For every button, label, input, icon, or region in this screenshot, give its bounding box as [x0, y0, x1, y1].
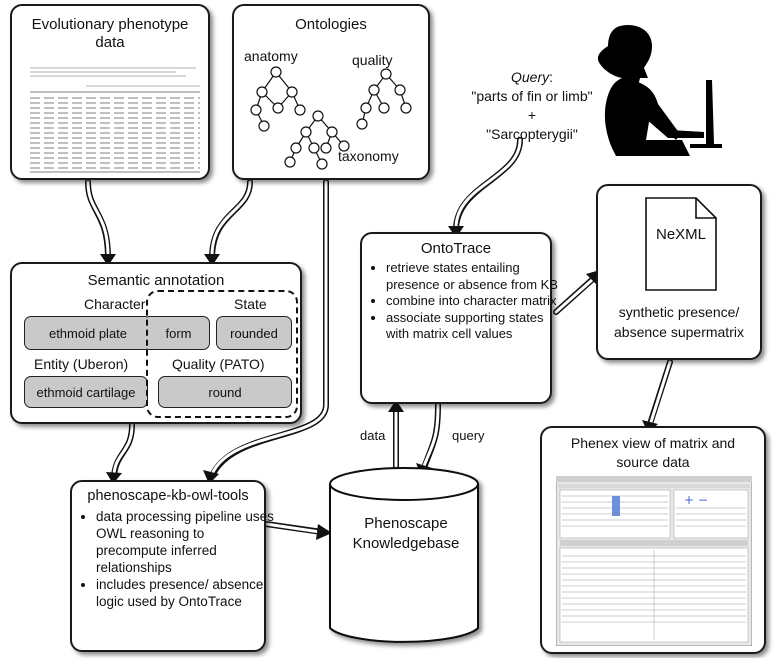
- svg-text:+ −: + −: [684, 493, 708, 507]
- arrowhead-owltools-2: [106, 472, 122, 484]
- phenex-title-line2: source data: [616, 454, 690, 470]
- phenex-title-line1: Phenex view of matrix and: [570, 435, 736, 451]
- ontologies-box: Ontologies anatomy quality taxonomy: [232, 4, 430, 180]
- ethmoid-cartilage-pill: ethmoid cartilage: [24, 376, 148, 408]
- kb-label-line1: Phenoscape: [364, 515, 448, 532]
- kb-label-line2: Knowledgebase: [352, 535, 460, 552]
- nexml-caption-line1: synthetic presence/: [618, 304, 740, 320]
- owltools-title: phenoscape-kb-owl-tools: [87, 488, 249, 504]
- query-line2: "Sarcopterygii": [486, 126, 578, 142]
- owltools-item: data processing pipeline uses OWL reason…: [96, 508, 276, 576]
- ethmoid-plate-pill: ethmoid plate: [24, 316, 152, 350]
- phenex-title: Phenex view of matrix and source data: [542, 434, 764, 472]
- data-table-thumbnail: [26, 62, 204, 174]
- ontotrace-item: retrieve states entailing presence or ab…: [386, 260, 562, 293]
- ontology-graphs: [250, 66, 412, 170]
- evolutionary-phenotype-data-box: Evolutionary phenotype data: [10, 4, 210, 180]
- phenex-box: Phenex view of matrix and source data + …: [540, 426, 766, 654]
- ontotrace-box: OntoTrace retrieve states entailing pres…: [360, 232, 558, 404]
- semantic-annotation-box: Semantic annotation Character State ethm…: [10, 262, 302, 424]
- query-edge-label: query: [452, 428, 485, 443]
- arrowhead-semantic-2: [204, 254, 220, 266]
- knowledgebase-cylinder: [329, 467, 479, 643]
- arrowhead-semantic-1: [100, 254, 116, 266]
- kb-label: Phenoscape Knowledgebase: [330, 514, 482, 554]
- phenex-screenshot-thumbnail: + −: [556, 476, 752, 646]
- data-edge-label: data: [360, 428, 386, 443]
- ontotrace-title: OntoTrace: [420, 240, 492, 257]
- semantic-title: Semantic annotation: [87, 272, 225, 289]
- owltools-item: includes presence/ absence logic used by…: [96, 576, 276, 610]
- state-label: State: [234, 296, 267, 312]
- owltools-list: data processing pipeline uses OWL reason…: [80, 508, 276, 610]
- nexml-doc-label: NeXML: [655, 226, 707, 243]
- nexml-box: NeXML synthetic presence/ absence superm…: [596, 184, 762, 360]
- evo-title-line2: data: [95, 34, 125, 51]
- taxonomy-label: taxonomy: [338, 148, 399, 164]
- query-plus: +: [527, 107, 537, 123]
- ontologies-title: Ontologies: [295, 16, 367, 33]
- query-line1: "parts of fin or limb": [471, 88, 593, 104]
- arrow-query-to-ontotrace: [453, 137, 523, 233]
- owl-tools-box: phenoscape-kb-owl-tools data processing …: [70, 480, 274, 652]
- arrowhead-ontotrace-data: [388, 400, 404, 412]
- form-pill: form: [148, 316, 210, 350]
- nexml-caption: synthetic presence/ absence supermatrix: [598, 302, 760, 342]
- arrow-ontologies-to-semantic: [209, 179, 253, 261]
- arrowhead-kb: [316, 524, 332, 540]
- nexml-caption-line2: absence supermatrix: [614, 324, 744, 340]
- anatomy-label: anatomy: [244, 48, 298, 64]
- quality-pato-label: Quality (PATO): [172, 356, 265, 372]
- nexml-document-icon: [645, 197, 717, 291]
- state-quality-dashed-region: [146, 290, 298, 418]
- character-label: Character: [84, 296, 146, 312]
- rounded-pill: rounded: [216, 316, 292, 350]
- arrowhead-owltools-1: [203, 470, 219, 484]
- evo-title: Evolutionary phenotype data: [12, 16, 208, 52]
- quality-label: quality: [352, 52, 393, 68]
- ontotrace-list: retrieve states entailing presence or ab…: [370, 260, 562, 343]
- query-label-line: Query:: [510, 69, 553, 85]
- round-pill: round: [158, 376, 292, 408]
- evo-title-line1: Evolutionary phenotype: [31, 16, 189, 33]
- query-text: Query: "parts of fin or limb" + "Sarcopt…: [452, 68, 612, 144]
- user-at-computer-icon: [597, 24, 722, 156]
- ontotrace-item: associate supporting states with matrix …: [386, 310, 562, 343]
- arrow-evo-to-semantic: [85, 179, 111, 261]
- query-label: Query: [510, 69, 550, 85]
- entity-label: Entity (Uberon): [34, 356, 129, 372]
- ontotrace-item: combine into character matrix: [386, 293, 562, 310]
